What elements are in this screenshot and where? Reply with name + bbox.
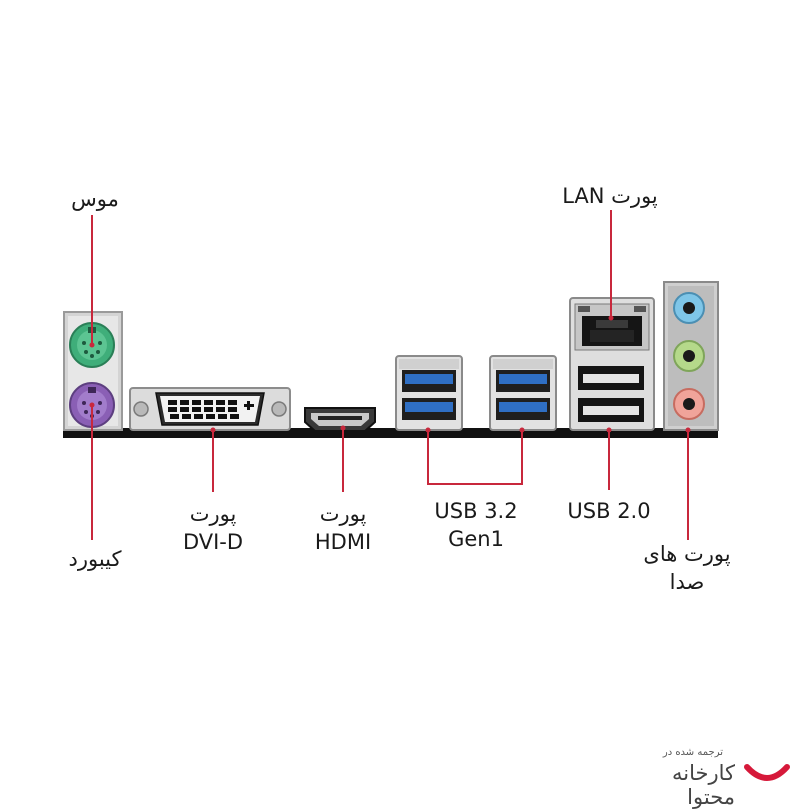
label-mouse: موس [71,187,119,211]
label-dvi-name: DVI-D [182,530,244,554]
label-dvi-word: پورت [189,502,237,526]
label-lan: پورت LAN [562,184,658,208]
label-hdmi-word: پورت [319,502,367,526]
watermark-big: کارخانه محتوا [671,761,735,809]
dvi-port-icon [129,387,291,431]
leader-lines [89,210,691,540]
label-hdmi-port: پورت HDMI [298,500,388,556]
label-audio-line2: صدا [669,570,705,594]
usb3-stack-icon [395,355,557,431]
brand-smile-icon [744,764,790,781]
label-usb32-line2: Gen1 [448,527,504,551]
label-audio-line1: پورت های [643,542,731,566]
usb2-stack-icon [578,366,644,422]
hdmi-port-icon [304,407,376,432]
audio-jacks-icon [663,281,719,431]
label-audio: پورت های صدا [612,540,762,596]
label-hdmi-name: HDMI [314,530,372,554]
lan-port-icon [569,297,655,431]
label-usb20: USB 2.0 [567,499,651,523]
label-usb32-line1: USB 3.2 [434,499,518,523]
watermark-small: ترجمه شده در [662,747,723,758]
label-keyboard: کیبورد [68,547,122,571]
label-dvi-port: پورت DVI-D [168,500,258,556]
watermark: ترجمه شده در کارخانه محتوا [630,745,795,809]
baseplate [63,428,718,438]
label-usb32: USB 3.2 Gen1 [420,497,532,553]
